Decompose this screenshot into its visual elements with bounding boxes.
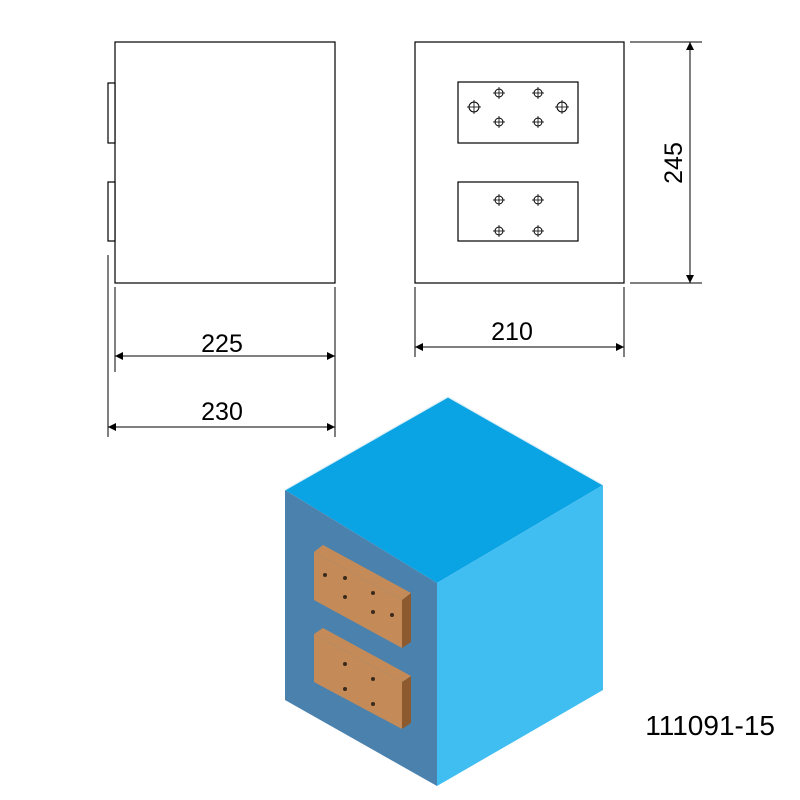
front-view-outline [414, 41, 625, 284]
isometric-view [284, 396, 604, 786]
front-plate-top [457, 81, 579, 144]
iso-plate-upper-top [314, 545, 411, 600]
iso-hole [343, 576, 347, 580]
iso-top-edge-highlight [284, 396, 604, 491]
side-view-plate-bottom [107, 181, 116, 242]
iso-top-face [285, 397, 603, 583]
part-number: 111091-15 [645, 710, 775, 741]
dim-230-label: 230 [201, 398, 243, 426]
iso-plate-upper-side [402, 593, 411, 648]
iso-hole [323, 573, 327, 577]
dim-210-label: 210 [491, 318, 533, 346]
iso-hole [343, 595, 347, 599]
iso-hole [371, 591, 375, 595]
mounting-hole [532, 194, 544, 206]
mounting-hole [532, 116, 544, 128]
front-holes [467, 87, 569, 237]
side-view-outline [114, 41, 336, 284]
iso-plate-lower-top [314, 628, 411, 682]
side-view: 225 230 [107, 41, 336, 437]
mounting-hole [467, 100, 481, 114]
iso-plate-upper-front [314, 552, 402, 648]
iso-plate-upper [314, 545, 411, 648]
side-view-plate-top [107, 82, 116, 144]
iso-hole [371, 677, 375, 681]
iso-plate-lower-side [402, 676, 411, 729]
mounting-hole [493, 87, 505, 99]
mounting-hole [493, 194, 505, 206]
iso-plate-lower-front [314, 634, 402, 729]
iso-hole [390, 613, 394, 617]
iso-right-face [437, 485, 603, 786]
mounting-hole [493, 116, 505, 128]
mounting-hole [532, 225, 544, 237]
front-view: 210 245 [414, 41, 702, 357]
dim-225-label: 225 [201, 330, 243, 358]
mounting-hole [532, 87, 544, 99]
mounting-hole [555, 100, 569, 114]
mounting-hole [493, 225, 505, 237]
iso-hole [371, 610, 375, 614]
front-plate-bottom [457, 181, 579, 242]
dim-245-label: 245 [660, 142, 688, 184]
iso-hole [371, 702, 375, 706]
iso-hole [343, 687, 347, 691]
iso-plate-lower [314, 628, 411, 729]
iso-hole [343, 662, 347, 666]
